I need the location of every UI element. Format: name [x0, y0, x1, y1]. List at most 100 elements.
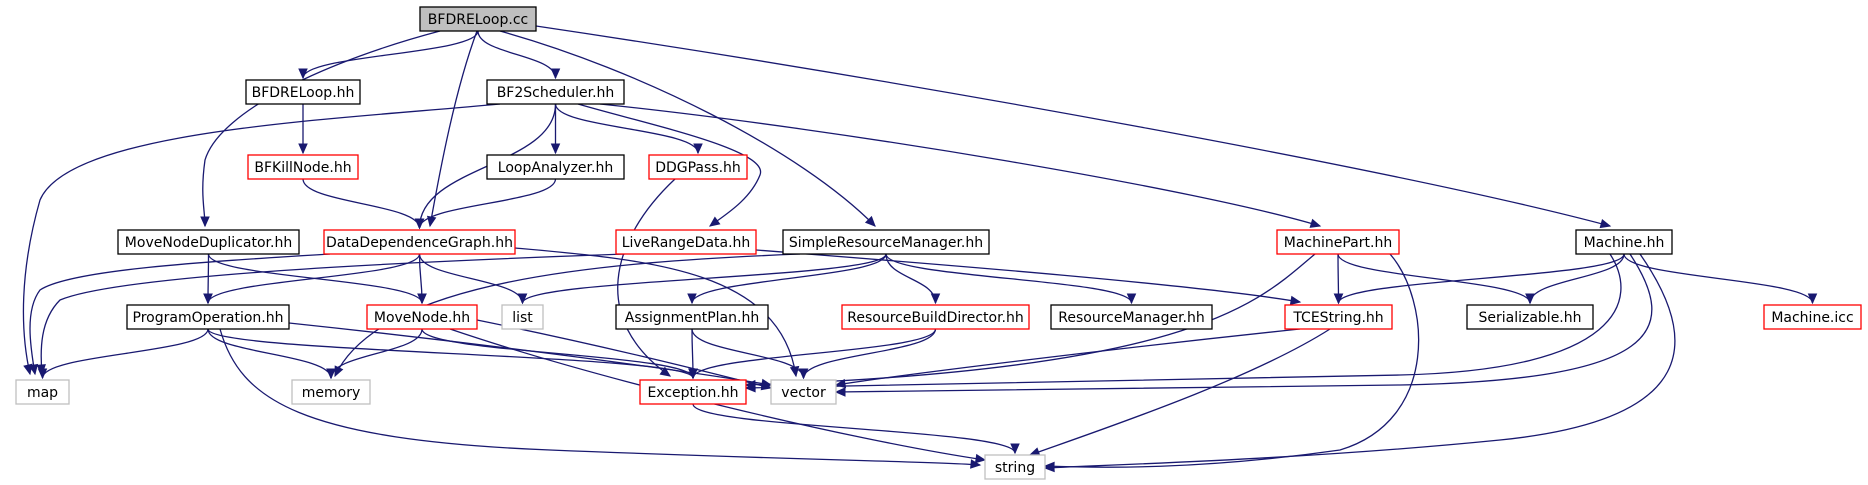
node-movenode-hh[interactable]: MoveNode.hh [366, 304, 478, 330]
edge-arrowhead [1043, 462, 1055, 473]
edge-datadependencegraph_hh-to-list [418, 253, 524, 304]
node-label: vector [781, 385, 826, 401]
node-box [117, 229, 300, 255]
edge-programoperation_hh-to-map [41, 328, 209, 379]
node-machine-icc[interactable]: Machine.icc [1763, 304, 1862, 330]
node-box [501, 304, 544, 330]
edge-bfkillnode_hh-to-datadependencegraph_hh [302, 178, 421, 229]
node-label: MoveNodeDuplicator.hh [125, 235, 292, 251]
node-label: ProgramOperation.hh [133, 310, 284, 326]
node-label: TCEString.hh [1292, 310, 1383, 326]
node-bfdreloop-cc[interactable]: BFDRELoop.cc [419, 6, 537, 32]
node-datadependencegraph-hh[interactable]: DataDependenceGraph.hh [323, 229, 516, 255]
node-vector[interactable]: vector [770, 379, 837, 405]
node-box [648, 154, 748, 180]
node-loopanalyzer-hh[interactable]: LoopAnalyzer.hh [486, 154, 625, 180]
edge-datadependencegraph_hh-to-map [29, 253, 331, 375]
edge-machine_hh-to-string [1044, 253, 1676, 469]
edge-arrowhead [659, 366, 672, 377]
node-box [1466, 304, 1594, 330]
edge-arrowhead [1525, 293, 1535, 305]
node-label: list [512, 310, 533, 326]
edge-bf2scheduler_hh-to-map [22, 103, 501, 375]
node-label: map [27, 385, 58, 401]
node-label: BFDRELoop.cc [428, 12, 528, 28]
node-resourcebuilddirector-hh[interactable]: ResourceBuildDirector.hh [841, 304, 1030, 330]
node-label: Machine.icc [1771, 310, 1853, 326]
node-box [366, 304, 478, 330]
edge-arrowhead [974, 453, 987, 464]
node-box [291, 379, 371, 405]
node-machinepart-hh[interactable]: MachinePart.hh [1276, 229, 1400, 255]
node-assignmentplan-hh[interactable]: AssignmentPlan.hh [615, 304, 769, 330]
node-box [615, 304, 769, 330]
node-bfdreloop-hh[interactable]: BFDRELoop.hh [245, 79, 361, 105]
edge-loopanalyzer_hh-to-datadependencegraph_hh [418, 178, 557, 229]
node-label: BFKillNode.hh [254, 160, 351, 176]
node-programoperation-hh[interactable]: ProgramOperation.hh [126, 304, 290, 330]
edge-arrowhead [326, 368, 336, 380]
node-box [486, 79, 625, 105]
node-resourcemanager-hh[interactable]: ResourceManager.hh [1050, 304, 1213, 330]
edge-arrowhead [28, 363, 39, 376]
node-ddgpass-hh[interactable]: DDGPass.hh [648, 154, 748, 180]
edge-simpleresourcemanager_hh-to-assignmentplan_hh [691, 253, 887, 304]
edge-bfdreloop_cc-to-machine_hh [535, 25, 1611, 227]
node-label: MachinePart.hh [1284, 235, 1392, 251]
node-machine-hh[interactable]: Machine.hh [1575, 229, 1673, 255]
node-exception-hh[interactable]: Exception.hh [639, 379, 747, 405]
edge-assignmentplan_hh-to-vector [691, 328, 805, 379]
edge-simpleresourcemanager_hh-to-list [521, 253, 887, 304]
edge-programoperation_hh-to-string [219, 328, 981, 466]
node-box [1763, 304, 1862, 330]
edge-arrowhead [298, 143, 308, 155]
edge-arrowhead [930, 293, 941, 305]
edge-tcestring_hh-to-string [1029, 328, 1331, 456]
node-movenodeduplicator-hh[interactable]: MoveNodeDuplicator.hh [117, 229, 300, 255]
node-map[interactable]: map [15, 379, 70, 405]
node-tcestring-hh[interactable]: TCEString.hh [1284, 304, 1393, 330]
node-bf2scheduler-hh[interactable]: BF2Scheduler.hh [486, 79, 625, 105]
edge-arrowhead [688, 368, 698, 380]
node-box [323, 229, 516, 255]
node-box [247, 154, 359, 180]
edge-arrowhead [864, 215, 876, 227]
edge-arrowhead [1289, 295, 1302, 306]
edge-machine_hh-to-machine_icc [1623, 253, 1814, 304]
node-label: BFDRELoop.hh [252, 85, 355, 101]
edge-machine_hh-to-serializable_hh [1529, 253, 1625, 304]
node-liverangedata-hh[interactable]: LiveRangeData.hh [615, 229, 757, 255]
node-box [486, 154, 625, 180]
edge-arrowhead [414, 218, 425, 230]
node-label: ResourceBuildDirector.hh [847, 310, 1024, 326]
edge-simpleresourcemanager_hh-to-resourcemanager_hh [885, 253, 1133, 304]
edge-machinepart_hh-to-string [1044, 253, 1420, 468]
node-bfkillnode-hh[interactable]: BFKillNode.hh [247, 154, 359, 180]
node-box [245, 79, 361, 105]
node-label: DDGPass.hh [655, 160, 741, 176]
node-box [1575, 229, 1673, 255]
edge-arrowhead [200, 216, 210, 228]
edge-liverangedata_hh-to-tcestring_hh [755, 249, 1301, 303]
node-label: SimpleResourceManager.hh [789, 235, 983, 251]
edge-machine_hh-to-tcestring_hh [1337, 253, 1625, 304]
node-label: memory [302, 385, 361, 401]
node-string[interactable]: string [984, 454, 1046, 480]
edge-arrowhead [744, 382, 756, 393]
edge-arrowhead [687, 293, 697, 305]
edge-simpleresourcemanager_hh-to-memory [334, 253, 801, 377]
edge-arrowhead [1010, 443, 1020, 455]
edge-arrowhead [550, 143, 561, 155]
node-serializable-hh[interactable]: Serializable.hh [1466, 304, 1594, 330]
node-memory[interactable]: memory [291, 379, 371, 405]
edge-bf2scheduler_hh-to-ddgpass_hh [554, 103, 699, 154]
node-simpleresourcemanager-hh[interactable]: SimpleResourceManager.hh [782, 229, 990, 255]
edge-resourcebuilddirector_hh-to-vector [802, 328, 937, 379]
node-list[interactable]: list [501, 304, 544, 330]
edge-arrowhead [550, 68, 561, 80]
edge-exception_hh-to-string [692, 403, 1016, 454]
edge-arrowhead [1126, 293, 1137, 305]
edge-bfdreloop_cc-to-bfdreloop_hh [302, 30, 479, 79]
edge-arrowhead [298, 68, 308, 80]
